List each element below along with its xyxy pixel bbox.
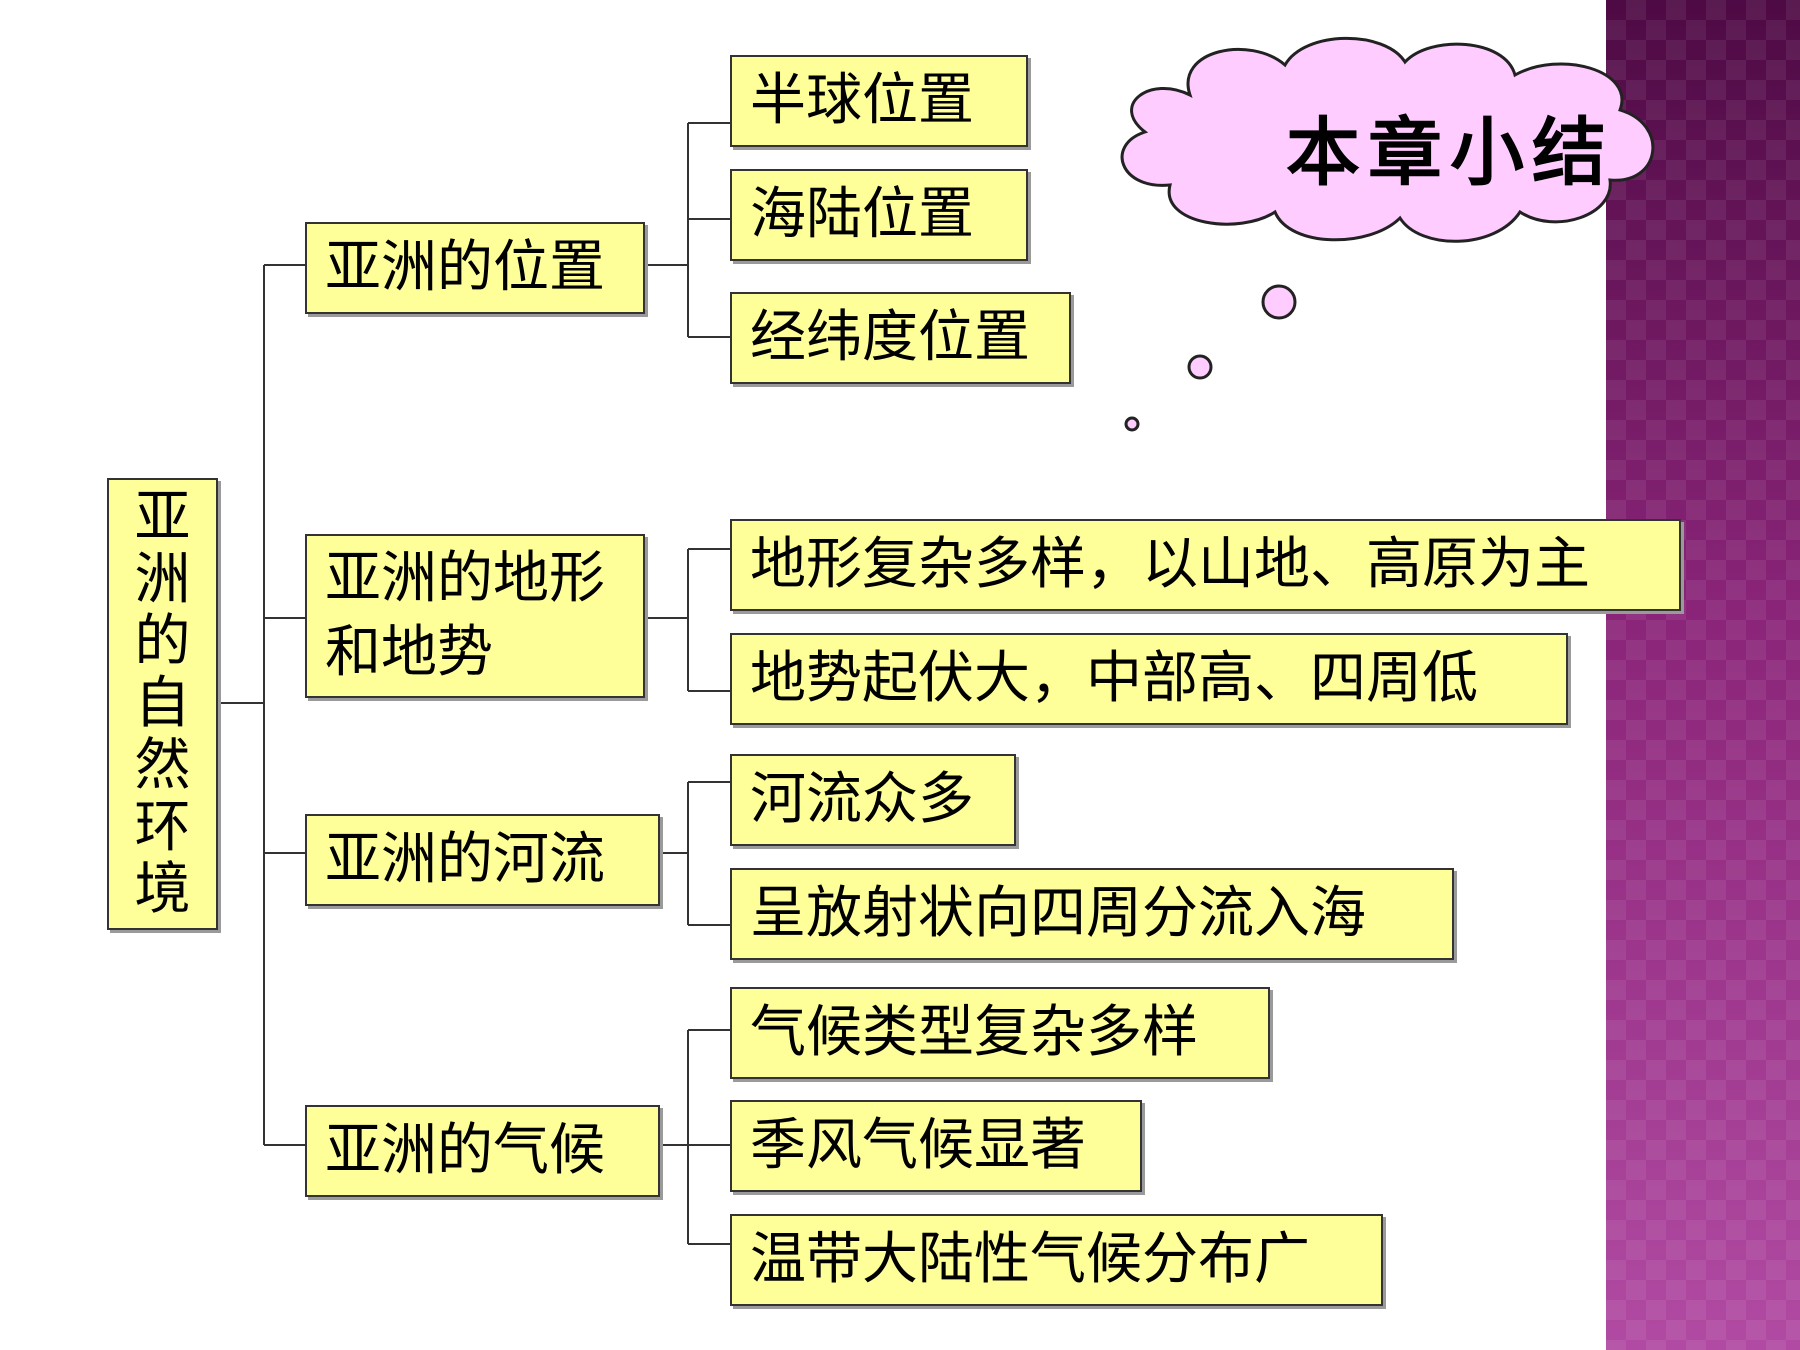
leaf-label: 季风气候显著 <box>750 1113 1086 1178</box>
leaf-label: 海陆位置 <box>750 182 974 247</box>
branch-rivers: 亚洲的河流 <box>305 814 660 906</box>
leaf-hemisphere: 半球位置 <box>730 55 1028 147</box>
branch-location: 亚洲的位置 <box>305 222 645 314</box>
leaf-label: 呈放射状向四周分流入海 <box>750 881 1366 946</box>
branch-terrain: 亚洲的地形和地势 <box>305 534 645 698</box>
branch-label: 亚洲的位置 <box>325 235 605 300</box>
leaf-many-rivers: 河流众多 <box>730 754 1016 846</box>
leaf-label: 半球位置 <box>750 68 974 133</box>
leaf-continental: 温带大陆性气候分布广 <box>730 1214 1383 1306</box>
branch-label: 亚洲的河流 <box>325 827 605 892</box>
leaf-monsoon: 季风气候显著 <box>730 1100 1142 1192</box>
leaf-label: 气候类型复杂多样 <box>750 1000 1198 1065</box>
leaf-lat-long: 经纬度位置 <box>730 292 1071 384</box>
leaf-label: 温带大陆性气候分布广 <box>750 1227 1310 1292</box>
leaf-climate-types: 气候类型复杂多样 <box>730 987 1270 1079</box>
leaf-landform: 地形复杂多样，以山地、高原为主 <box>730 519 1681 611</box>
summary-title: 本章小结 <box>1286 110 1614 196</box>
leaf-label: 地形复杂多样，以山地、高原为主 <box>750 532 1590 597</box>
leaf-label: 地势起伏大，中部高、四周低 <box>750 646 1478 711</box>
leaf-relief: 地势起伏大，中部高、四周低 <box>730 633 1568 725</box>
leaf-label: 河流众多 <box>750 767 974 832</box>
branch-climate: 亚洲的气候 <box>305 1105 660 1197</box>
root-node: 亚洲的自然环境 <box>107 478 218 930</box>
leaf-label: 经纬度位置 <box>750 305 1030 370</box>
branch-label: 亚洲的气候 <box>325 1118 605 1183</box>
root-label: 亚洲的自然环境 <box>134 485 191 922</box>
decorative-sidebar <box>1606 0 1800 1350</box>
leaf-radial-flow: 呈放射状向四周分流入海 <box>730 868 1454 960</box>
leaf-sea-land: 海陆位置 <box>730 169 1028 261</box>
branch-label: 亚洲的地形和地势 <box>325 546 605 685</box>
